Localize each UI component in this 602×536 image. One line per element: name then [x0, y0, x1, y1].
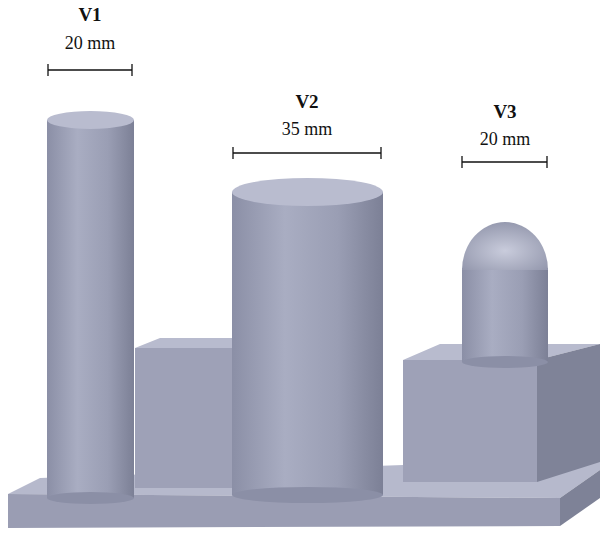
- cylinder-v3-base: [462, 356, 548, 368]
- part-name: V3: [493, 102, 516, 121]
- cylinder-v1-top: [47, 111, 134, 129]
- cylinder-v3-dome: [462, 222, 548, 270]
- dimension-label: 20 mm: [480, 130, 531, 148]
- part-name: V1: [78, 5, 101, 24]
- cylinder-v1-base: [47, 492, 134, 504]
- plate-side: [560, 470, 600, 526]
- right-box-front: [403, 360, 537, 482]
- dimension-label: 35 mm: [282, 120, 333, 138]
- dimension-lines: [48, 64, 547, 168]
- right-box-side: [537, 344, 600, 482]
- cylinder-v1: [47, 120, 134, 498]
- cylinder-v2-top: [232, 178, 383, 206]
- back-box-front: [135, 348, 248, 488]
- dimension-label: 20 mm: [65, 34, 116, 52]
- cylinder-v2-base: [232, 487, 383, 503]
- part-name: V2: [295, 92, 318, 111]
- cylinder-v3: [462, 268, 548, 362]
- cylinder-v2: [232, 192, 383, 495]
